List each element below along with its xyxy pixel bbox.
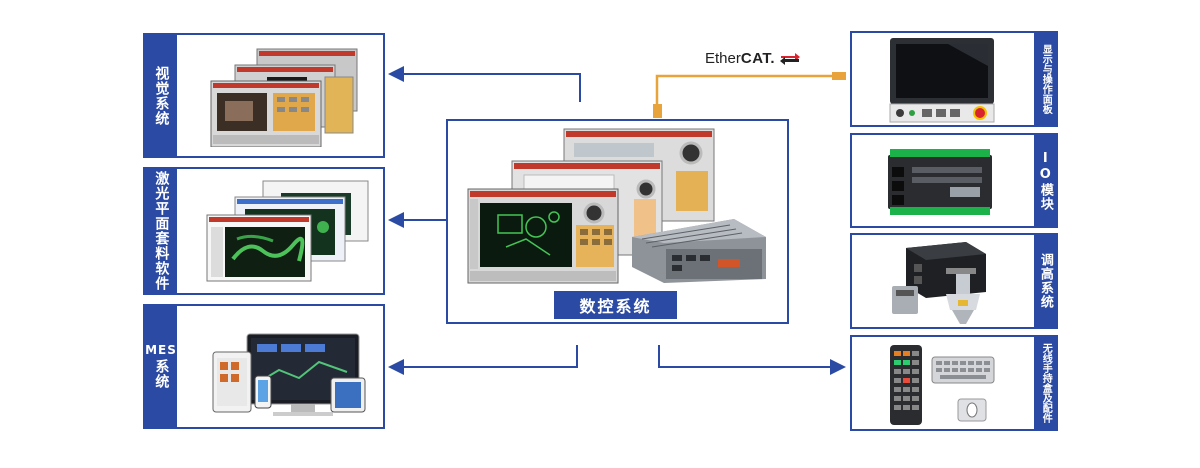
mes-label-cn: 系统 <box>153 358 170 389</box>
laser-nesting-box: 激光平面套料软件 <box>143 167 385 295</box>
arrow-to-mes <box>388 345 578 375</box>
height-control-label: 调高系统 <box>1034 235 1056 327</box>
io-module-device-icon <box>888 149 992 215</box>
arrow-to-vision <box>388 66 581 102</box>
nesting-software-screenshot-icon <box>206 180 369 282</box>
vision-software-screenshot-icon <box>210 48 358 147</box>
cnc-system-title: 数控系统 <box>554 291 677 319</box>
vision-system-box: 视觉系统 <box>143 33 385 158</box>
display-panel-label: 显示与操作面板 <box>1034 33 1056 125</box>
cable-connector-right <box>832 72 846 80</box>
laser-nesting-label: 激光平面套料软件 <box>145 169 177 293</box>
ethercat-cable <box>655 74 840 112</box>
height-controller-device-icon <box>892 242 986 324</box>
display-panel-box: 显示与操作面板 <box>850 31 1058 127</box>
vision-system-label: 视觉系统 <box>145 35 177 156</box>
io-module-box: IO模块 <box>850 133 1058 228</box>
display-panel-device-icon <box>889 38 995 123</box>
cable-connector-left <box>653 104 662 118</box>
arrow-to-wireless <box>658 345 846 375</box>
ethercat-cat-text: CAT. <box>740 50 776 67</box>
cnc-system-box: 数控系统 <box>446 119 789 324</box>
cnc-software-and-controller-icon <box>467 128 766 284</box>
wireless-pendant-accessories-icon <box>890 345 995 425</box>
ethercat-arrows-icon <box>780 53 801 66</box>
mes-system-box: MES 系统 <box>143 304 385 429</box>
mes-devices-icon <box>212 333 366 416</box>
wireless-pendant-box: 无线手持盒及配件 <box>850 335 1058 431</box>
ethercat-ether-text: Ether <box>705 50 741 67</box>
mes-system-label: MES 系统 <box>145 306 177 427</box>
io-module-label: IO模块 <box>1034 135 1056 226</box>
mes-label-en: MES <box>145 343 177 358</box>
ethercat-logo: EtherCAT. <box>705 50 801 67</box>
height-control-box: 调高系统 <box>850 233 1058 329</box>
wireless-pendant-label: 无线手持盒及配件 <box>1034 337 1056 429</box>
